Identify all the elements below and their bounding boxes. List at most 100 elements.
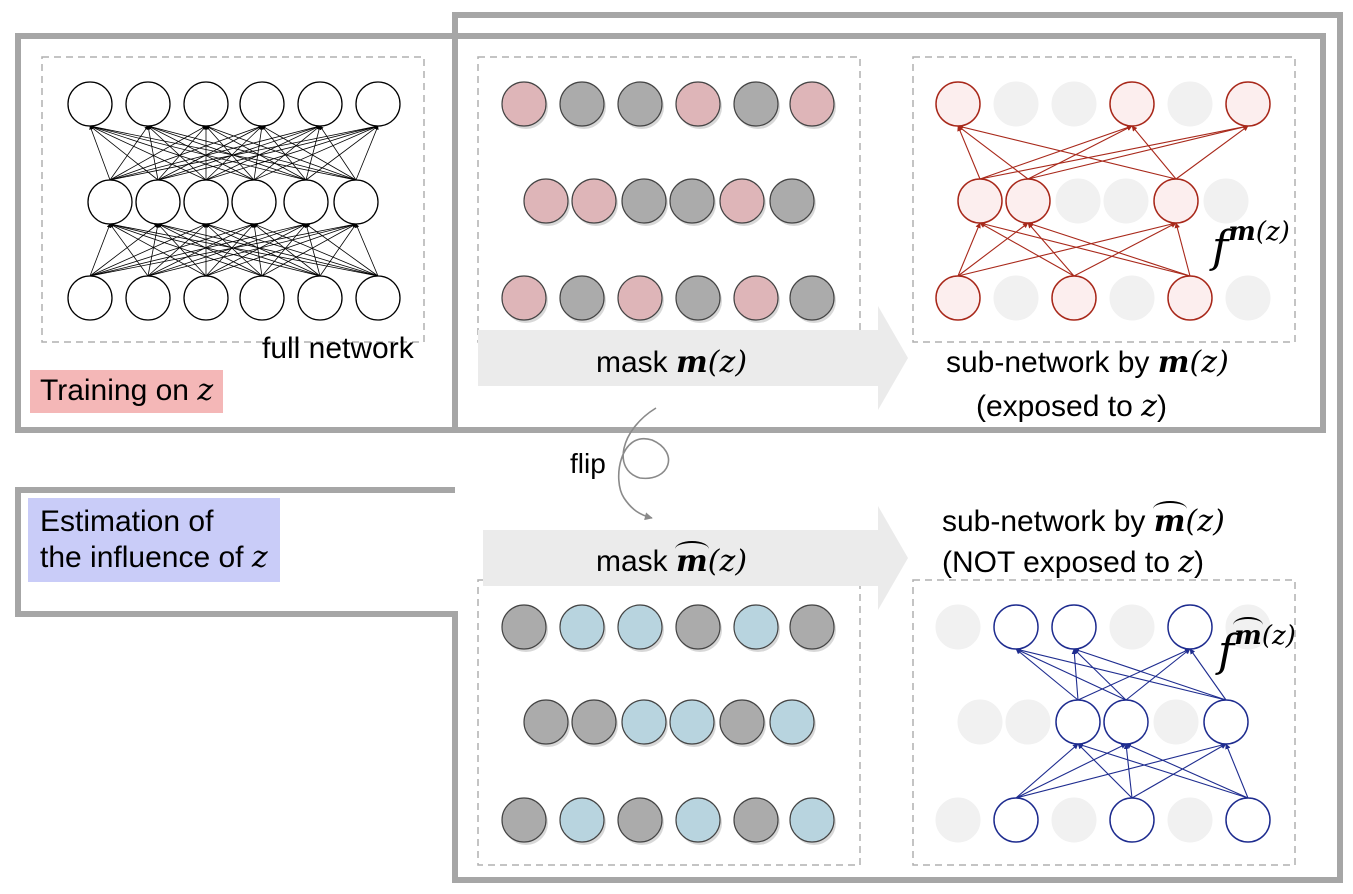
kept-neuron xyxy=(769,699,815,745)
training-prefix: Training on xyxy=(40,374,189,407)
top-mask-nodes xyxy=(501,81,836,323)
network-edge xyxy=(355,223,379,277)
active-neuron xyxy=(993,604,1039,650)
network-edge xyxy=(205,125,357,181)
network-edge xyxy=(205,125,255,181)
network-edge xyxy=(253,125,264,181)
network-edge xyxy=(89,124,307,181)
full-network xyxy=(67,81,401,321)
neuron xyxy=(125,275,171,321)
estimation-line1: Estimation of xyxy=(40,505,214,538)
inactive-neuron xyxy=(1051,797,1097,843)
network-edge xyxy=(109,222,379,277)
masked-neuron xyxy=(733,797,779,843)
neuron xyxy=(125,81,171,127)
masked-neuron xyxy=(675,275,721,321)
masked-neuron xyxy=(617,797,663,843)
neuron xyxy=(333,179,379,225)
network-edge xyxy=(205,125,307,181)
network-edge xyxy=(109,223,207,277)
network-edge xyxy=(157,223,207,277)
network-edge xyxy=(147,125,307,181)
kept-neuron xyxy=(501,81,547,127)
network-edge xyxy=(957,221,1177,277)
inactive-neuron xyxy=(1109,275,1155,321)
network-edge xyxy=(355,125,379,181)
network-edge xyxy=(205,223,321,277)
network-edge xyxy=(89,223,207,277)
masked-neuron xyxy=(621,178,667,224)
red-subnet-label: sub-network by m(z) xyxy=(946,345,1229,380)
kept-neuron xyxy=(617,275,663,321)
network-edge xyxy=(157,125,321,181)
network-edge xyxy=(109,125,207,181)
network-edge xyxy=(1073,647,1227,701)
neuron xyxy=(239,81,285,127)
top-mask-word: mask xyxy=(596,346,668,379)
network-edge xyxy=(253,223,379,277)
network-edge xyxy=(1123,743,1133,799)
network-edge xyxy=(205,125,379,181)
masked-neuron xyxy=(617,81,663,127)
exposed-prefix: (exposed to xyxy=(976,390,1133,423)
network-edge xyxy=(305,223,379,277)
network-edge xyxy=(979,222,1075,277)
inactive-neuron xyxy=(1103,178,1149,224)
network-edge xyxy=(252,223,263,277)
network-edge xyxy=(1175,125,1249,180)
network-edge xyxy=(146,125,159,181)
neuron xyxy=(231,179,277,225)
network-edge xyxy=(1225,743,1249,799)
network-edge xyxy=(305,125,322,181)
bottom-mask-label: mask m(z) xyxy=(596,541,748,579)
network-edge xyxy=(1027,221,1191,277)
network-edge xyxy=(1027,124,1249,180)
not-exposed-label: (NOT exposed to z) xyxy=(942,545,1205,580)
frames xyxy=(15,12,1343,883)
network-edge xyxy=(89,223,159,277)
inactive-neuron xyxy=(1203,178,1249,224)
inactive-neuron xyxy=(1051,81,1097,127)
active-neuron xyxy=(1225,81,1271,127)
network-edge xyxy=(1174,222,1191,277)
network-edge xyxy=(147,125,255,181)
network-edge xyxy=(1015,647,1227,701)
flip-label: flip xyxy=(570,448,606,479)
network-edge xyxy=(1077,648,1191,701)
network-edge xyxy=(979,124,1249,180)
network-edge xyxy=(319,223,357,277)
network-edge xyxy=(157,124,379,181)
network-edge xyxy=(89,223,255,277)
flip-arrow xyxy=(617,407,670,521)
network-edge xyxy=(253,125,379,181)
training-label: Training on z xyxy=(30,370,224,413)
not-exposed-prefix: (NOT exposed to xyxy=(942,546,1170,579)
network-edge xyxy=(157,125,207,181)
network-edge xyxy=(89,222,357,277)
masked-neuron xyxy=(675,604,721,650)
active-neuron xyxy=(1109,797,1155,843)
network-edge xyxy=(253,223,321,277)
kept-neuron xyxy=(789,797,835,843)
red-subnetwork xyxy=(935,81,1271,321)
kept-neuron xyxy=(719,178,765,224)
masked-neuron xyxy=(523,699,569,745)
network-edge xyxy=(205,223,307,277)
masked-neuron xyxy=(719,699,765,745)
network-edge xyxy=(1073,222,1177,277)
training-frame xyxy=(15,33,1326,433)
active-neuron xyxy=(1051,604,1097,650)
network-edge xyxy=(261,125,307,181)
network-edge xyxy=(979,221,1191,277)
inactive-neuron xyxy=(935,604,981,650)
network-edge xyxy=(109,125,263,181)
training-var: z xyxy=(197,373,214,408)
network-edge xyxy=(305,223,321,277)
network-edge xyxy=(261,223,357,277)
masked-neuron xyxy=(769,178,815,224)
network-edge xyxy=(1125,648,1191,701)
network-edge xyxy=(109,223,149,277)
estimation-label: Estimation of the influence of z xyxy=(28,498,280,582)
network-edge xyxy=(1077,742,1249,799)
network-edge xyxy=(261,223,307,277)
